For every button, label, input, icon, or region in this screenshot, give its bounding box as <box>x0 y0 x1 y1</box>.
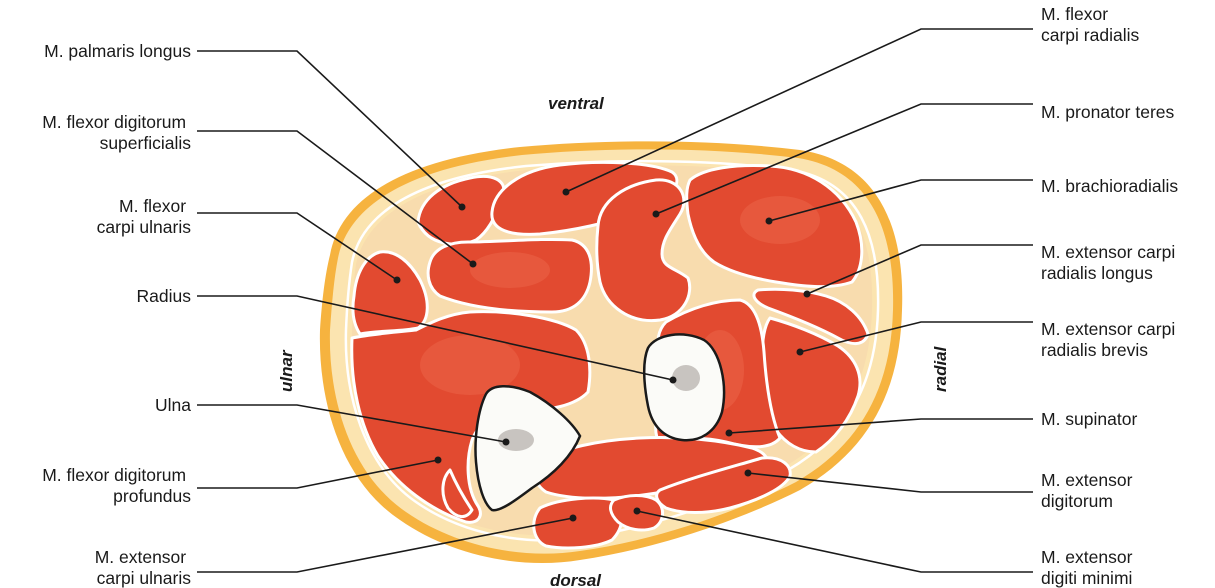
label-supinator: M. supinator <box>1041 409 1137 429</box>
labels-right: M. flexor carpi radialis M. pronator ter… <box>1041 4 1180 588</box>
label-pronator-teres: M. pronator teres <box>1041 102 1174 122</box>
labels-left: M. palmaris longus M. flexor digitorum s… <box>42 41 191 588</box>
bone-radius <box>644 334 724 440</box>
label-flexor-digitorum-profundus: M. flexor digitorum profundus <box>42 465 191 506</box>
label-brachioradialis: M. brachioradialis <box>1041 176 1178 196</box>
label-extensor-carpi-radialis-longus: M. extensor carpi radialis longus <box>1041 242 1180 283</box>
label-palmaris-longus: M. palmaris longus <box>44 41 191 61</box>
label-flexor-digitorum-superficialis: M. flexor digitorum superficialis <box>42 112 191 153</box>
label-extensor-digiti-minimi: M. extensor digiti minimi <box>1041 547 1137 588</box>
label-extensor-carpi-ulnaris: M. extensor carpi ulnaris <box>95 547 192 588</box>
direction-ulnar: ulnar <box>277 349 296 392</box>
direction-radial: radial <box>931 345 950 392</box>
label-extensor-carpi-radialis-brevis: M. extensor carpi radialis brevis <box>1041 319 1180 360</box>
label-ulna: Ulna <box>155 395 191 415</box>
label-flexor-carpi-ulnaris: M. flexor carpi ulnaris <box>97 196 192 237</box>
label-extensor-digitorum: M. extensor digitorum <box>1041 470 1137 511</box>
direction-dorsal: dorsal <box>550 571 602 588</box>
direction-ventral: ventral <box>548 94 605 113</box>
label-flexor-carpi-radialis: M. flexor carpi radialis <box>1041 4 1139 45</box>
label-radius: Radius <box>137 286 192 306</box>
cross-section <box>320 141 902 563</box>
